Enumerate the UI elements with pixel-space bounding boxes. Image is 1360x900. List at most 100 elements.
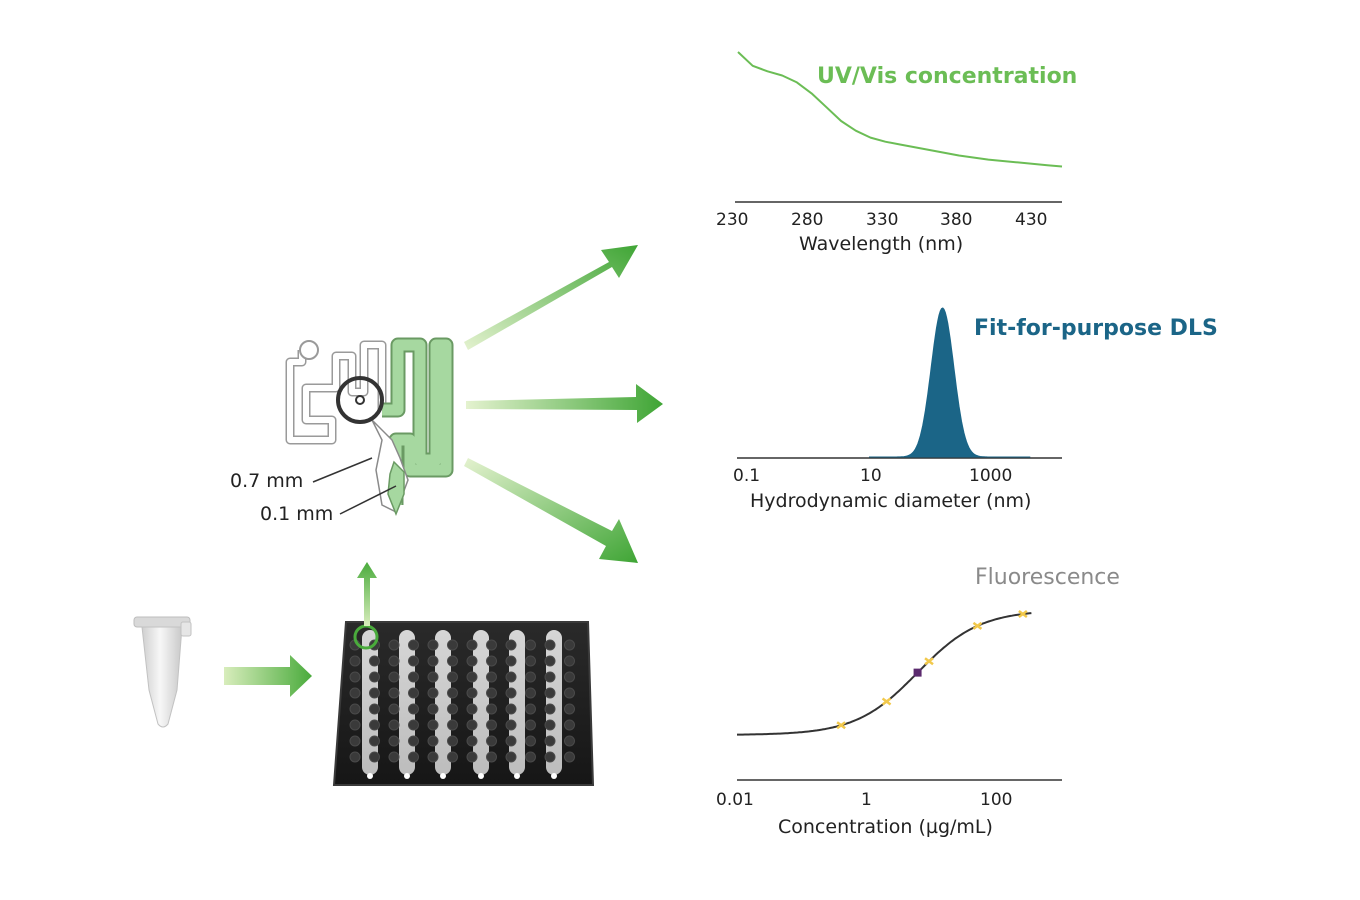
plate-well	[388, 735, 400, 747]
dimension-leader-large	[312, 457, 373, 483]
fluorescence-fit-curve	[737, 612, 1032, 736]
fluorescence-data-point	[924, 657, 934, 666]
dls-tick-label: 0.1	[733, 466, 761, 486]
plate-well	[544, 735, 556, 747]
plate-well	[466, 671, 478, 683]
uvvis-tick-label: 230	[716, 210, 749, 230]
plate-well	[525, 751, 536, 763]
fluorescence-data-point	[881, 697, 892, 706]
plate-well	[564, 735, 575, 747]
plate-channel-outlet	[440, 773, 446, 779]
plate-well	[408, 639, 419, 651]
plate-well	[408, 703, 419, 715]
plate-well	[564, 687, 575, 699]
plate-well	[388, 655, 400, 667]
arrow-chip-to-uvvis	[464, 245, 638, 350]
plate-well-group	[349, 639, 575, 763]
plate-well	[525, 703, 536, 715]
fluorescence-tick-label: 100	[980, 790, 1013, 810]
plate-well	[447, 703, 458, 715]
plate-well	[564, 751, 575, 763]
plate-channel-outlet	[551, 773, 557, 779]
plate-well	[466, 639, 478, 651]
plate-well	[466, 687, 478, 699]
plate-well	[388, 703, 400, 715]
arrow-chip-to-fluorescence	[464, 458, 638, 563]
plate-well	[505, 687, 517, 699]
plate-well	[505, 671, 517, 683]
dls-title: Fit-for-purpose DLS	[974, 316, 1218, 341]
plate-well	[486, 639, 497, 651]
fluorescence-title: Fluorescence	[975, 565, 1120, 590]
chip-dimension-small: 0.1 mm	[260, 503, 334, 525]
uvvis-absorbance-line	[737, 51, 1063, 168]
plate-well	[349, 671, 361, 683]
uvvis-tick-label: 430	[1015, 210, 1048, 230]
plate-well	[466, 719, 478, 731]
fluorescence-data-point	[836, 721, 846, 730]
plate-well	[466, 751, 478, 763]
dls-tick-label: 10	[860, 466, 882, 486]
plate-well	[408, 687, 419, 699]
fluorescence-chart	[737, 610, 1032, 736]
fluorescence-tick-label: 1	[861, 790, 872, 810]
plate-well	[544, 687, 556, 699]
plate-well	[369, 719, 380, 731]
plate-well	[544, 655, 556, 667]
plate-well	[447, 687, 458, 699]
plate-well	[447, 639, 458, 651]
plate-well	[544, 639, 556, 651]
fluorescence-x-label: Concentration (µg/mL)	[778, 816, 993, 838]
plate-well	[349, 735, 361, 747]
chip-dimension-large: 0.7 mm	[230, 470, 304, 492]
plate-well	[349, 655, 361, 667]
plate-well	[388, 719, 400, 731]
plate-well	[388, 671, 400, 683]
plate-well	[447, 751, 458, 763]
fluorescence-data-point	[972, 621, 983, 630]
fluorescence-tick-label: 0.01	[716, 790, 754, 810]
plate-well	[427, 687, 439, 699]
plate-well	[408, 751, 419, 763]
plate-well	[486, 703, 497, 715]
dls-chart	[869, 307, 1031, 458]
plate-well	[525, 671, 536, 683]
plate-well	[505, 735, 517, 747]
plate-channel	[435, 630, 451, 775]
plate-well	[369, 655, 380, 667]
plate-well	[369, 703, 380, 715]
plate-well	[369, 735, 380, 747]
plate-well	[564, 719, 575, 731]
plate-well	[466, 655, 478, 667]
uvvis-tick-label: 380	[940, 210, 973, 230]
plate-well	[544, 719, 556, 731]
plate-well	[486, 655, 497, 667]
plate-well	[525, 735, 536, 747]
plate-well	[486, 719, 497, 731]
plate-well	[505, 751, 517, 763]
plate-channel-outlet	[478, 773, 484, 779]
plate-well	[544, 703, 556, 715]
plate-well	[349, 687, 361, 699]
plate-well	[525, 639, 536, 651]
plate-well	[447, 735, 458, 747]
dls-tick-label: 1000	[969, 466, 1013, 486]
uvvis-tick-label: 280	[791, 210, 824, 230]
plate-well	[505, 639, 517, 651]
uvvis-title: UV/Vis concentration	[817, 64, 1078, 89]
plate-well	[408, 671, 419, 683]
plate-well	[564, 703, 575, 715]
plate-well	[564, 671, 575, 683]
plate-well	[447, 671, 458, 683]
plate-well	[486, 751, 497, 763]
dimension-leader-small	[339, 485, 397, 515]
plate-well	[408, 719, 419, 731]
plate-well	[564, 655, 575, 667]
plate-well	[349, 751, 361, 763]
plate-well	[388, 687, 400, 699]
plate-well	[525, 687, 536, 699]
plate-well	[408, 655, 419, 667]
plate-well	[369, 671, 380, 683]
arrow-chip-to-dls	[466, 384, 663, 423]
sample-tube	[133, 616, 192, 728]
